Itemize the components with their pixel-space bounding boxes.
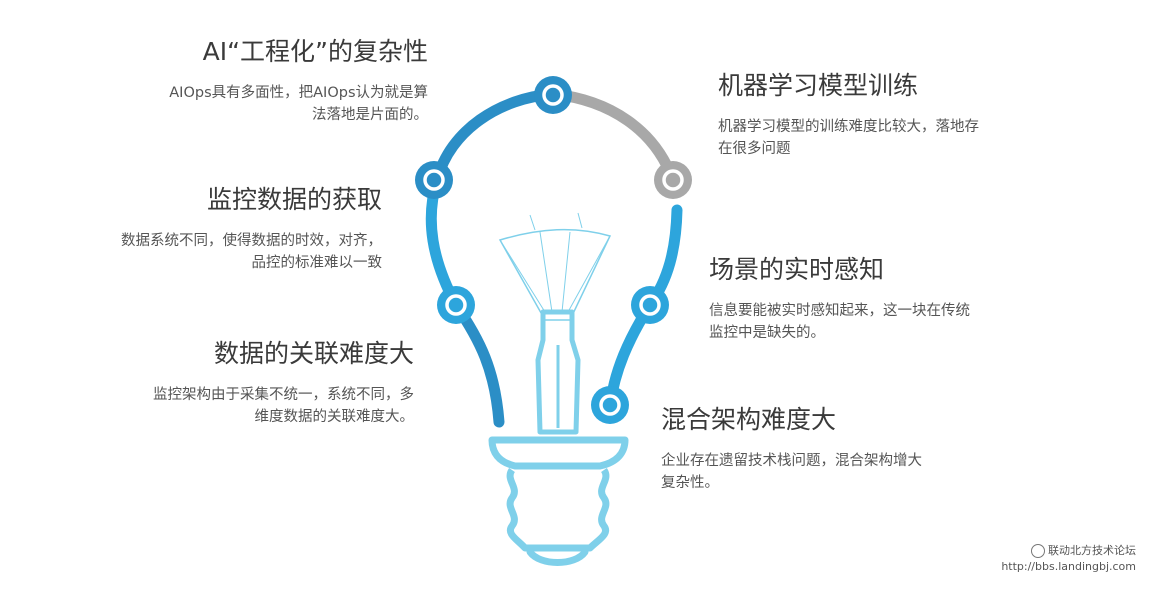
node-right-low [591,386,629,424]
watermark-url: http://bbs.landingbj.com [1001,560,1136,573]
ring-arc-top-left [431,88,559,186]
bulb-base-tip [526,548,589,566]
item-title: 监控数据的获取 [206,185,382,214]
filament-lines [499,212,611,313]
forum-logo-icon [1031,544,1045,558]
item-desc: AIOps具有多面性，把AIOps认为就是算 法落地是片面的。 [169,85,428,123]
watermark: 联动北方技术论坛 http://bbs.landingbj.com [1001,543,1136,575]
item-title: 机器学习模型训练 [718,71,919,100]
item-ml-training: 机器学习模型训练 机器学习模型的训练难度比较大，落地存 在很多问题 [718,70,979,160]
bulb-base-top [488,436,629,470]
item-desc: 机器学习模型的训练难度比较大，落地存 在很多问题 [718,119,979,157]
item-data-association: 数据的关联难度大 监控架构由于采集不统一，系统不同，多 维度数据的关联难度大。 [153,338,414,428]
item-realtime: 场景的实时感知 信息要能被实时感知起来，这一块在传统 监控中是缺失的。 [709,254,970,344]
item-desc: 企业存在遗留技术栈问题，混合架构增大 复杂性。 [661,453,922,491]
item-desc: 数据系统不同，使得数据的时效，对齐， 品控的标准难以一致 [121,233,382,271]
node-right-top [654,161,692,199]
bulb-neck [535,309,581,435]
bulb-base-screw [506,467,610,552]
bulb-glass [498,228,612,321]
node-left-top [415,161,453,199]
watermark-name: 联动北方技术论坛 [1048,544,1136,557]
item-title: AI“工程化”的复杂性 [202,37,428,66]
item-title: 混合架构难度大 [661,405,837,434]
item-monitor-data: 监控数据的获取 数据系统不同，使得数据的时效，对齐， 品控的标准难以一致 [121,184,382,274]
item-title: 场景的实时感知 [709,255,885,284]
ring-arc-top-right [547,88,679,186]
item-desc: 信息要能被实时感知起来，这一块在传统 监控中是缺失的。 [709,303,970,341]
item-desc: 监控架构由于采集不统一，系统不同，多 维度数据的关联难度大。 [153,387,414,425]
item-hybrid: 混合架构难度大 企业存在遗留技术栈问题，混合架构增大 复杂性。 [661,404,922,494]
node-top [534,76,572,114]
item-ai-engineering: AI“工程化”的复杂性 AIOps具有多面性，把AIOps认为就是算 法落地是片… [169,36,428,126]
node-right-mid [631,286,669,324]
node-left-mid [437,286,475,324]
item-title: 数据的关联难度大 [213,339,414,368]
